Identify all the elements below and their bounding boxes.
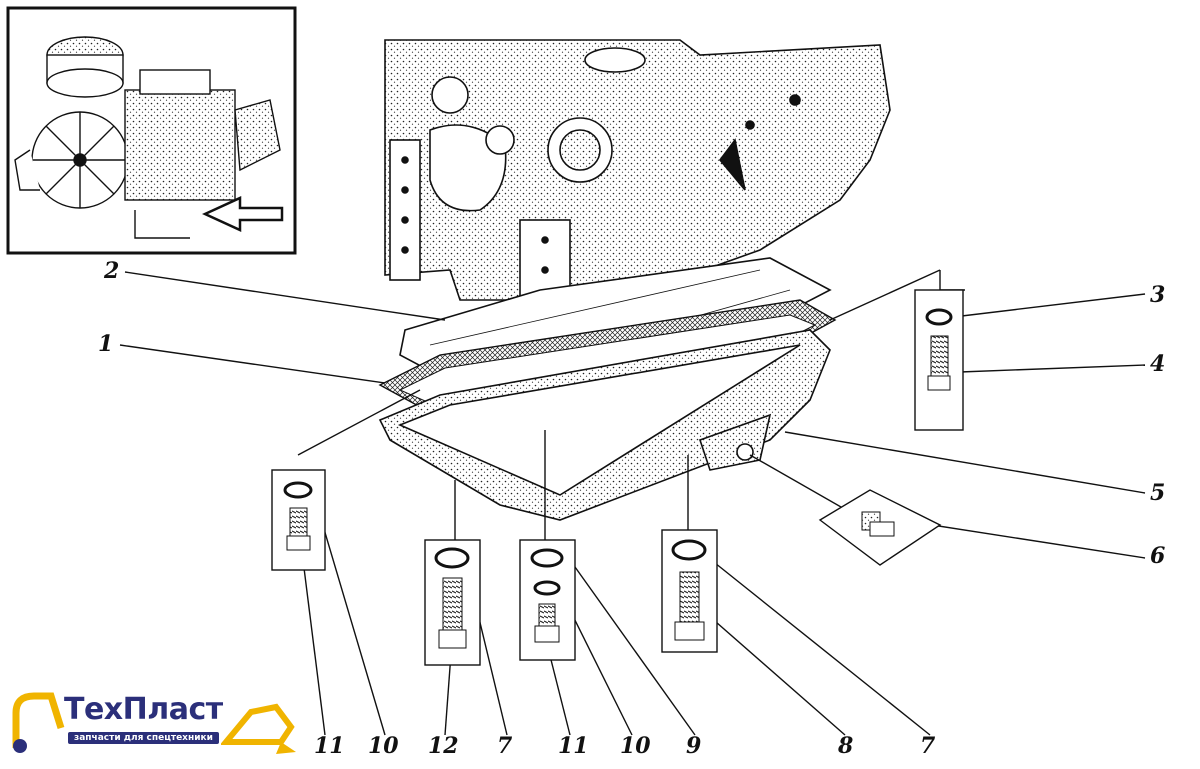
callout-3: 3 xyxy=(1150,282,1165,308)
callout-7-right: 7 xyxy=(920,733,936,759)
leader-lines xyxy=(119,269,1146,736)
part-card-6 xyxy=(818,489,942,566)
part-card-3-4 xyxy=(914,289,964,431)
callout-1: 1 xyxy=(98,331,113,357)
callout-6: 6 xyxy=(1150,543,1165,569)
callout-12: 12 xyxy=(428,733,459,759)
oil-pan xyxy=(378,329,831,521)
callout-5: 5 xyxy=(1150,480,1165,506)
part-card-8-7 xyxy=(661,529,718,653)
brand-logo: ТехПласт запчасти для спецтехники xyxy=(6,686,306,766)
excavator-icon xyxy=(221,703,296,754)
part-card-10-11-left xyxy=(271,469,326,571)
callout-9: 9 xyxy=(686,733,701,759)
callout-10-left: 10 xyxy=(368,733,399,759)
part-card-12-7 xyxy=(424,539,481,666)
logo-name: ТехПласт xyxy=(64,692,223,727)
callout-11-left: 11 xyxy=(314,733,345,759)
callout-7-left: 7 xyxy=(497,733,513,759)
callout-labels: 1 2 3 4 5 6 7 7 8 9 10 10 11 11 12 xyxy=(98,258,1165,759)
part-card-9-10-11 xyxy=(519,539,576,661)
callout-11-right: 11 xyxy=(558,733,589,759)
engine-inset xyxy=(6,6,297,255)
callout-10-right: 10 xyxy=(620,733,651,759)
logo-tagline: запчасти для спецтехники xyxy=(68,732,219,744)
callout-2: 2 xyxy=(103,258,119,284)
arrow-icon xyxy=(201,196,284,232)
loader-icon xyxy=(12,692,65,753)
callout-4: 4 xyxy=(1150,351,1165,377)
callout-8: 8 xyxy=(837,733,853,759)
